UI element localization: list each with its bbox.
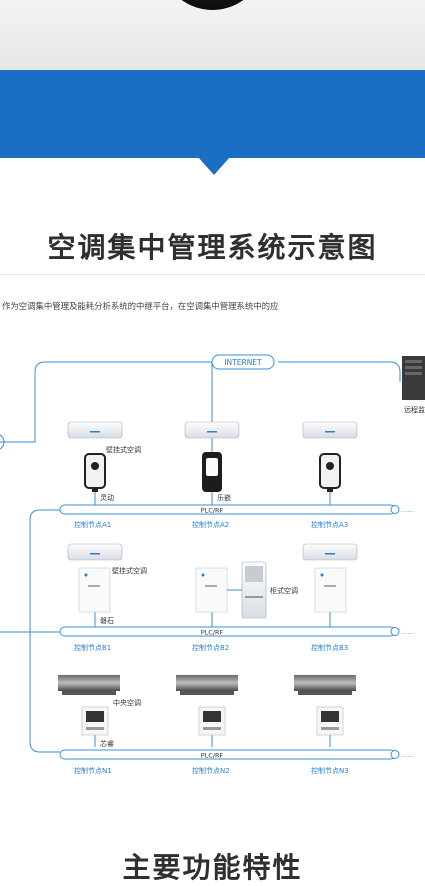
remote-server-icon: 远程监	[402, 356, 425, 414]
thermostat-panel-icon	[198, 706, 226, 736]
row-n: 中央空调 芯睿 PLC/RF …… 控制节点N1 控制节点N2 控制节点N3	[58, 675, 414, 775]
ac-type-label: 中央空调	[113, 698, 141, 707]
control-node-label: 控制节点B2	[192, 643, 229, 652]
device-label: 磐石	[100, 616, 114, 625]
row-a: 壁挂式空调 灵动 乐嵌 PLC/RF …… 控制节点A1 控制节点A2 控制节点…	[59, 421, 414, 529]
description-text: 作为空调集中管理及能耗分析系统的中继平台，在空调集中管理系统中的应	[2, 301, 279, 311]
product-photo	[0, 0, 425, 70]
plc-rf-bus: PLC/RF ……	[59, 749, 414, 760]
section-title: 空调集中管理系统示意图	[47, 231, 378, 264]
divider	[0, 274, 425, 275]
control-node-label: 控制节点N2	[192, 766, 230, 775]
device-label: 芯睿	[100, 739, 114, 748]
bus-label: PLC/RF	[201, 629, 224, 637]
bus-label: PLC/RF	[201, 752, 224, 760]
internet-node: INTERNET	[211, 354, 275, 370]
bus-ellipsis: ……	[401, 628, 414, 636]
controller-box-icon	[314, 567, 347, 613]
bus-ellipsis: ……	[401, 751, 414, 759]
control-node-label: 控制节点A2	[192, 520, 229, 529]
controller-box-icon	[78, 567, 111, 613]
banner-pointer	[198, 157, 230, 175]
device-label: 乐嵌	[217, 493, 231, 502]
control-node-label: 控制节点A1	[74, 520, 111, 529]
control-node-label: 控制节点B1	[74, 643, 111, 652]
control-node-label: 控制节点N1	[74, 766, 112, 775]
device-label: 灵动	[100, 493, 114, 502]
cabinet-ac-icon	[241, 561, 267, 619]
control-node-label: 控制节点N3	[311, 766, 349, 775]
controller-box-icon	[195, 567, 228, 613]
wall-ac-icon	[302, 421, 358, 439]
ac-type-label: 壁挂式空调	[112, 566, 147, 575]
wall-ac-icon	[67, 421, 123, 439]
wall-ac-icon	[67, 543, 123, 561]
bus-label: PLC/RF	[201, 507, 224, 515]
duct-ac-icon	[58, 675, 120, 695]
gateway-device-icon	[202, 452, 222, 492]
system-diagram: INTERNET 远程监 壁挂式空调	[0, 354, 425, 775]
duct-ac-icon	[294, 675, 356, 695]
plc-rf-bus: PLC/RF ……	[59, 626, 414, 637]
internet-label: INTERNET	[224, 358, 262, 367]
duct-ac-icon	[176, 675, 238, 695]
thermostat-panel-icon	[81, 706, 109, 736]
plc-rf-bus: PLC/RF ……	[59, 504, 414, 515]
bus-ellipsis: ……	[401, 506, 414, 514]
wall-ac-icon	[302, 543, 358, 561]
ac-type-label: 柜式空调	[270, 586, 298, 595]
banner: 产品典型应用及主要功	[0, 70, 425, 206]
thermostat-panel-icon	[316, 706, 344, 736]
next-section-title: 主要功能特性	[122, 851, 303, 884]
row-b: 壁挂式空调 柜式空调 磐石 PLC/RF ……	[59, 543, 414, 652]
smart-plug-icon	[84, 453, 106, 492]
remote-label: 远程监	[404, 405, 425, 414]
device-image	[160, 0, 265, 10]
wall-ac-icon	[184, 421, 240, 439]
network-lines	[0, 361, 401, 753]
control-node-label: 控制节点A3	[311, 520, 348, 529]
control-node-label: 控制节点B3	[311, 643, 348, 652]
smart-plug-icon	[319, 453, 341, 492]
ac-type-label: 壁挂式空调	[106, 445, 141, 454]
